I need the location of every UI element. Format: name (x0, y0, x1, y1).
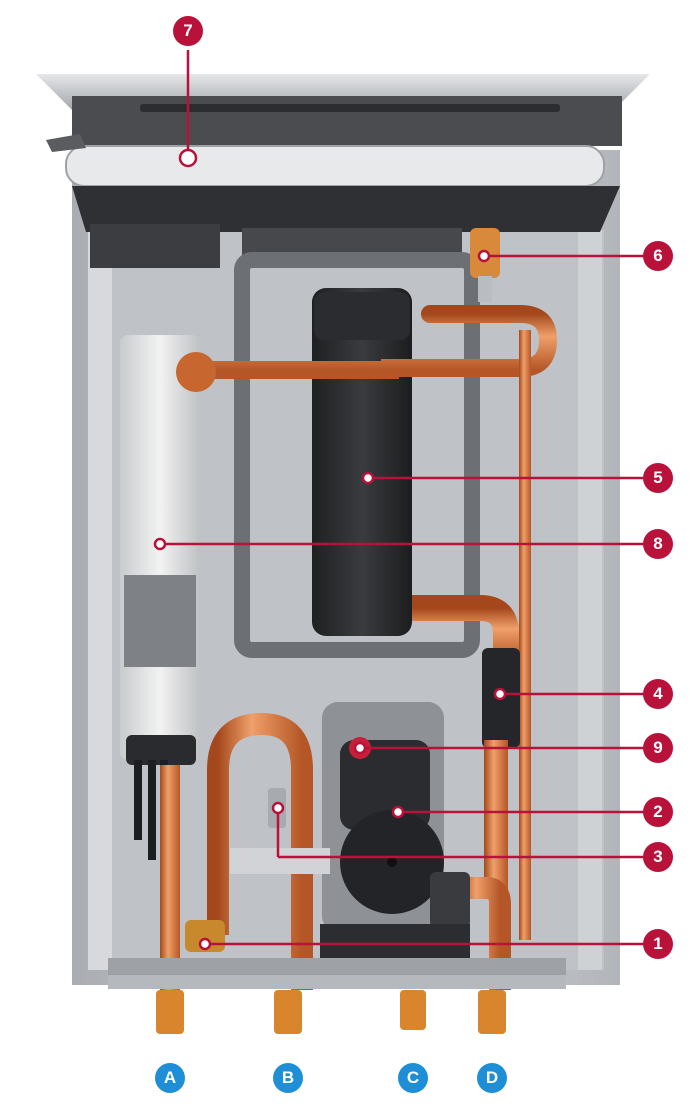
copper-elbow-hex-outlet (412, 595, 519, 660)
leader-dot-3 (271, 801, 285, 815)
tank-mount-block (124, 575, 196, 667)
circulation-pump-head (340, 740, 430, 830)
copper-pipe-return (484, 740, 508, 890)
base-tray (320, 924, 470, 958)
hex-frame (234, 252, 480, 658)
leader-dot-8 (153, 537, 167, 551)
copper-pipe-tank-outlet (160, 765, 180, 1000)
callout-5: 5 (643, 463, 673, 493)
leader-dot-9 (353, 741, 367, 755)
top-lid-dark-band (72, 96, 622, 146)
callout-1: 1 (643, 929, 673, 959)
copper-u-bend (207, 712, 313, 990)
connection-stub-b (274, 990, 302, 1034)
leader-dot-2 (391, 805, 405, 819)
hex-top-block (314, 292, 410, 340)
leader-dot-1 (198, 937, 212, 951)
copper-pipe-right-vertical (519, 330, 531, 940)
callout-3: 3 (643, 842, 673, 872)
pump-flange (430, 872, 470, 928)
connection-stub-a (156, 990, 184, 1034)
connection-stub-d (478, 990, 506, 1034)
callout-9: 9 (643, 733, 673, 763)
top-lid-underside (72, 186, 620, 232)
top-ring (65, 145, 605, 187)
callout-2: 2 (643, 797, 673, 827)
connection-label-c: C (398, 1063, 428, 1093)
callout-4: 4 (643, 679, 673, 709)
leader-dot-7 (178, 148, 198, 168)
callout-6: 6 (643, 241, 673, 271)
copper-elbow-left (176, 352, 216, 392)
bottom-flange (108, 975, 566, 989)
copper-pipe-tee (230, 848, 330, 874)
sensor-cable (134, 760, 142, 840)
copper-pipe-pump-outlet (460, 877, 511, 990)
connection-stub-c (400, 990, 426, 1030)
callout-7: 7 (173, 16, 203, 46)
casing-left-rail (88, 230, 112, 970)
sensor-cable (148, 760, 156, 860)
air-vent-stem (478, 276, 492, 302)
base-plate (108, 958, 566, 980)
casing-right-rail (578, 230, 602, 970)
top-lid-slot (140, 104, 560, 112)
left-top-bracket (90, 224, 220, 268)
leader-dot-5 (361, 471, 375, 485)
leader-dot-6 (477, 249, 491, 263)
connection-label-d: D (477, 1063, 507, 1093)
tank-bottom-cap (126, 735, 196, 765)
connection-label-a: A (155, 1063, 185, 1093)
top-handle-clip (46, 134, 86, 152)
plate-heat-exchanger (312, 288, 412, 636)
callout-8: 8 (643, 529, 673, 559)
leader-dot-4 (493, 687, 507, 701)
pump-center-dot (387, 857, 397, 867)
connection-label-b: B (273, 1063, 303, 1093)
